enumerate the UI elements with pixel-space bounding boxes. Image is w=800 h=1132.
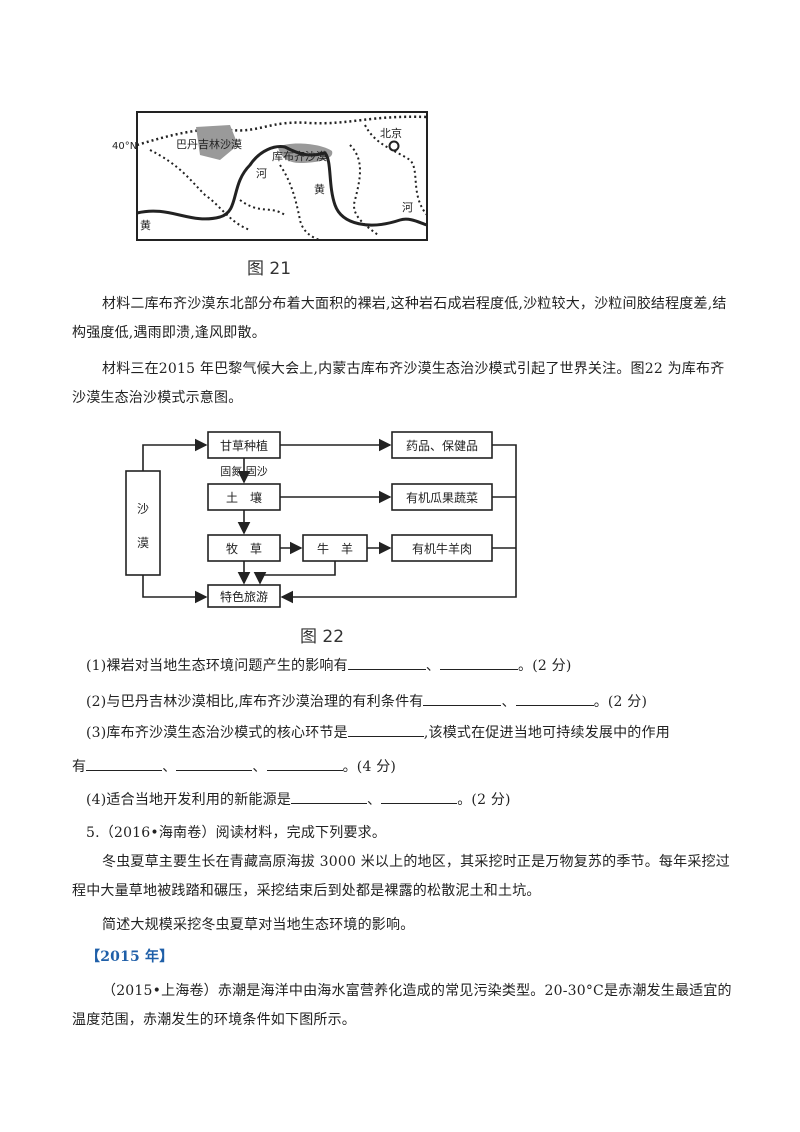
material-3: 材料三在2015 年巴黎气候大会上,内蒙古库布齐沙漠生态治沙模式引起了世界关注。… <box>72 361 725 406</box>
river-char-3: 河 <box>402 201 413 214</box>
beijing-label: 北京 <box>380 126 402 140</box>
medicine-label: 药品、保健品 <box>406 439 478 453</box>
question-2: (2)与巴丹吉林沙漠相比,库布齐沙漠治理的有利条件有、。(2 分) <box>86 688 746 717</box>
question-4: (4)适合当地开发利用的新能源是、。(2 分) <box>86 786 746 815</box>
organic-meat-box <box>391 534 493 562</box>
question-3: (3)库布齐沙漠生态治沙模式的核心环节是,该模式在促进当地可持续发展中的作用 <box>86 719 746 748</box>
kubuqi-label: 库布齐沙漠 <box>272 149 327 163</box>
tourism-label: 特色旅游 <box>220 589 268 604</box>
cattle-label: 牛 羊 <box>317 541 353 556</box>
question-3-cont: 有、、。(4 分) <box>72 753 732 782</box>
organic-veg-box <box>391 483 493 511</box>
organic-veg-label: 有机瓜果蔬菜 <box>406 491 478 505</box>
desert-box <box>125 470 161 576</box>
question-5-ask: 简述大规模采挖冬虫夏草对当地生态环境的影响。 <box>102 917 415 933</box>
lat-label: 40°N <box>112 141 137 152</box>
river-char-4: 黄 <box>140 218 151 232</box>
figure-22-caption: 图 22 <box>300 627 345 647</box>
yellow-river <box>136 145 428 227</box>
desert-char-1: 沙 <box>137 502 149 516</box>
question-5-head: 5.（2016•海南卷）阅读材料，完成下列要求。 <box>86 825 387 841</box>
soil-label: 土 壤 <box>226 490 262 505</box>
flow-diagram: 沙 漠 甘草种植 固氮 固沙 土 壤 牧 草 牛 羊 特色旅游 药品、保健品 有… <box>125 431 517 608</box>
section-2015: 【2015 年】 <box>86 949 174 965</box>
desert-map: 40°N 巴丹吉林沙漠 库布齐沙漠 北京 河 黄 河 黄 <box>112 111 428 241</box>
forage-label: 牧 草 <box>226 542 262 556</box>
tourism-box <box>207 584 281 608</box>
badain-label: 巴丹吉林沙漠 <box>176 137 242 151</box>
soil-box <box>207 483 281 511</box>
beijing-marker <box>388 140 400 152</box>
question-1: (1)裸岩对当地生态环境问题产生的影响有、。(2 分) <box>86 652 746 681</box>
river-char-1: 河 <box>256 167 267 180</box>
river-char-2: 黄 <box>314 182 325 196</box>
fix-label: 固氮 固沙 <box>220 464 268 478</box>
desert-char-2: 漠 <box>137 536 149 550</box>
question-2015: （2015•上海卷）赤潮是海洋中由海水富营养化造成的常见污染类型。20-30°C… <box>72 983 732 1028</box>
medicine-box <box>391 431 493 459</box>
licorice-label: 甘草种植 <box>220 438 268 453</box>
question-5-body: 冬虫夏草主要生长在青藏高原海拔 3000 米以上的地区，其采挖时正是万物复苏的季… <box>72 854 730 899</box>
badain-area <box>196 125 238 160</box>
figure-21-caption: 图 21 <box>247 259 292 279</box>
material-2: 材料二库布齐沙漠东北部分布着大面积的裸岩,这种岩石成岩程度低,沙粒较大，沙粒间胶… <box>72 296 727 341</box>
organic-meat-label: 有机牛羊肉 <box>412 541 472 556</box>
cattle-box <box>302 534 368 562</box>
